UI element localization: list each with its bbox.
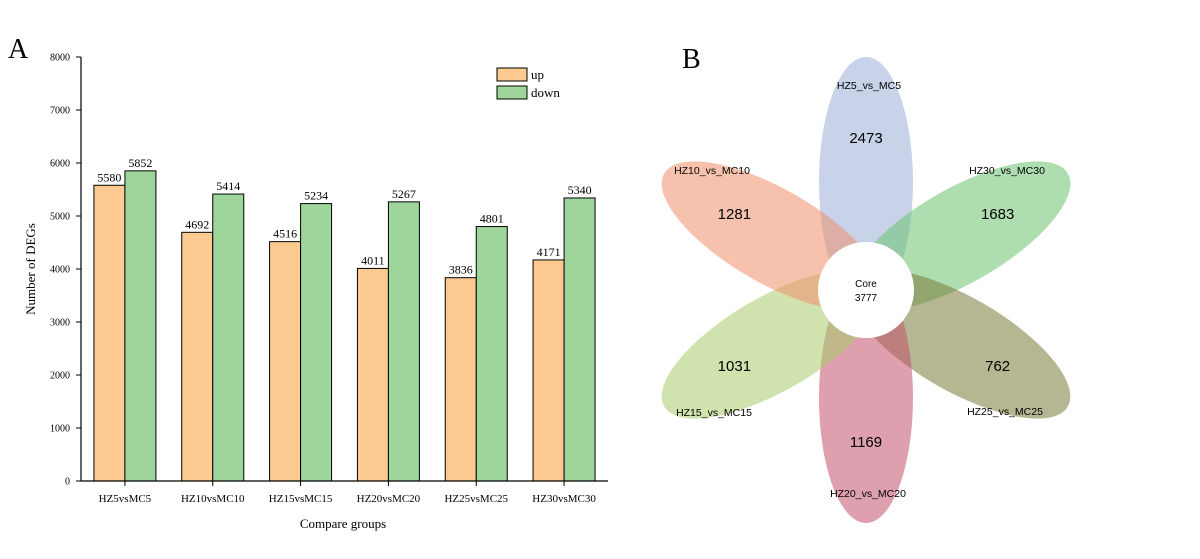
bar-down: [563, 197, 596, 482]
bar-value-label: 5852: [128, 156, 152, 170]
panel-a-label: A: [8, 34, 29, 65]
bar-value-label: 5414: [216, 179, 240, 193]
venn-petal-name: HZ30_vs_MC30: [969, 165, 1045, 177]
bar-value-label: 4692: [185, 217, 209, 231]
venn-petal-value: 2473: [849, 130, 882, 147]
bar-chart: 5580 5852 4692 5414 4516 5234 4011 5267 3836 4801…: [23, 53, 608, 531]
x-tick-label: HZ5vsMC5: [99, 493, 152, 505]
y-tick-label: 1000: [50, 424, 70, 435]
bar-value-label: 5580: [97, 170, 121, 184]
venn-petal-name: HZ5_vs_MC5: [837, 80, 901, 92]
bar-value-label: 4801: [480, 212, 504, 226]
venn-petal-value: 1683: [981, 206, 1014, 223]
venn-petal-name: HZ15_vs_MC15: [676, 407, 752, 419]
legend-label-up: up: [531, 67, 544, 82]
bars-group: [93, 170, 596, 482]
legend-label-down: down: [531, 85, 560, 100]
venn-petal-value: 762: [985, 358, 1010, 375]
y-tick-label: 0: [65, 477, 70, 488]
y-tick-label: 6000: [50, 159, 70, 170]
y-tick-label: 5000: [50, 212, 70, 223]
bar-value-label: 4516: [273, 227, 297, 241]
bar-down: [300, 203, 333, 482]
bar-value-label: 4011: [361, 253, 385, 267]
y-axis-ticks: 0 1000 2000 3000 4000 5000 6000 7000 8000: [50, 53, 81, 488]
y-tick-label: 4000: [50, 265, 70, 276]
bar-value-label: 3836: [449, 263, 473, 277]
x-tick-label: HZ25vsMC25: [444, 493, 508, 505]
y-tick-label: 8000: [50, 53, 70, 64]
venn-petal-values: 2473 1683 762 1169 1031 1281: [718, 130, 1015, 451]
y-tick-label: 7000: [50, 106, 70, 117]
bar-up: [356, 267, 389, 482]
y-tick-label: 2000: [50, 371, 70, 382]
y-tick-label: 3000: [50, 318, 70, 329]
x-tick-label: HZ30vsMC30: [532, 493, 596, 505]
bar-up: [532, 259, 565, 482]
venn-petal-value: 1169: [850, 434, 882, 451]
bar-up: [181, 231, 214, 482]
x-tick-label: HZ15vsMC15: [269, 493, 333, 505]
x-tick-label: HZ10vsMC10: [181, 493, 245, 505]
x-axis-label: Compare groups: [300, 516, 386, 531]
venn-core-label: Core: [855, 279, 877, 290]
panel-b-label: B: [682, 44, 701, 75]
legend-swatch-down: [496, 85, 528, 100]
venn-petal-name: HZ25_vs_MC25: [967, 406, 1043, 418]
bar-value-label: 4171: [537, 245, 561, 259]
bar-value-labels: 5580 5852 4692 5414 4516 5234 4011 5267 3836 4801…: [97, 156, 591, 277]
bar-up: [269, 241, 302, 482]
venn-core-value: 3777: [855, 293, 878, 304]
bar-value-label: 5340: [568, 183, 592, 197]
bar-up: [444, 277, 477, 482]
legend-swatch-up: [496, 67, 528, 82]
bar-down: [124, 170, 157, 482]
bar-down: [387, 201, 420, 482]
bar-down: [212, 193, 245, 482]
bar-down: [475, 226, 508, 482]
venn-petal-value: 1281: [718, 206, 751, 223]
x-tick-label: HZ20vsMC20: [357, 493, 421, 505]
bar-value-label: 5267: [392, 187, 416, 201]
venn-core-circle: [818, 242, 914, 338]
venn-petal-name: HZ20_vs_MC20: [830, 488, 906, 500]
venn-petal-names: HZ5_vs_MC5HZ30_vs_MC30HZ25_vs_MC25HZ20_v…: [674, 80, 1045, 500]
bar-up: [93, 184, 126, 482]
legend: up down: [496, 67, 560, 100]
flower-venn-diagram: Core 3777 2473 1683 762 1169 1031 1281 HZ5_vs…: [661, 57, 1071, 523]
y-axis-label: Number of DEGs: [23, 223, 38, 315]
venn-petal-name: HZ10_vs_MC10: [674, 165, 750, 177]
venn-petal-value: 1031: [718, 358, 751, 375]
x-axis-ticks: HZ5vsMC5 HZ10vsMC10 HZ15vsMC15 HZ20vsMC20 HZ…: [99, 481, 596, 505]
bar-value-label: 5234: [304, 189, 328, 203]
